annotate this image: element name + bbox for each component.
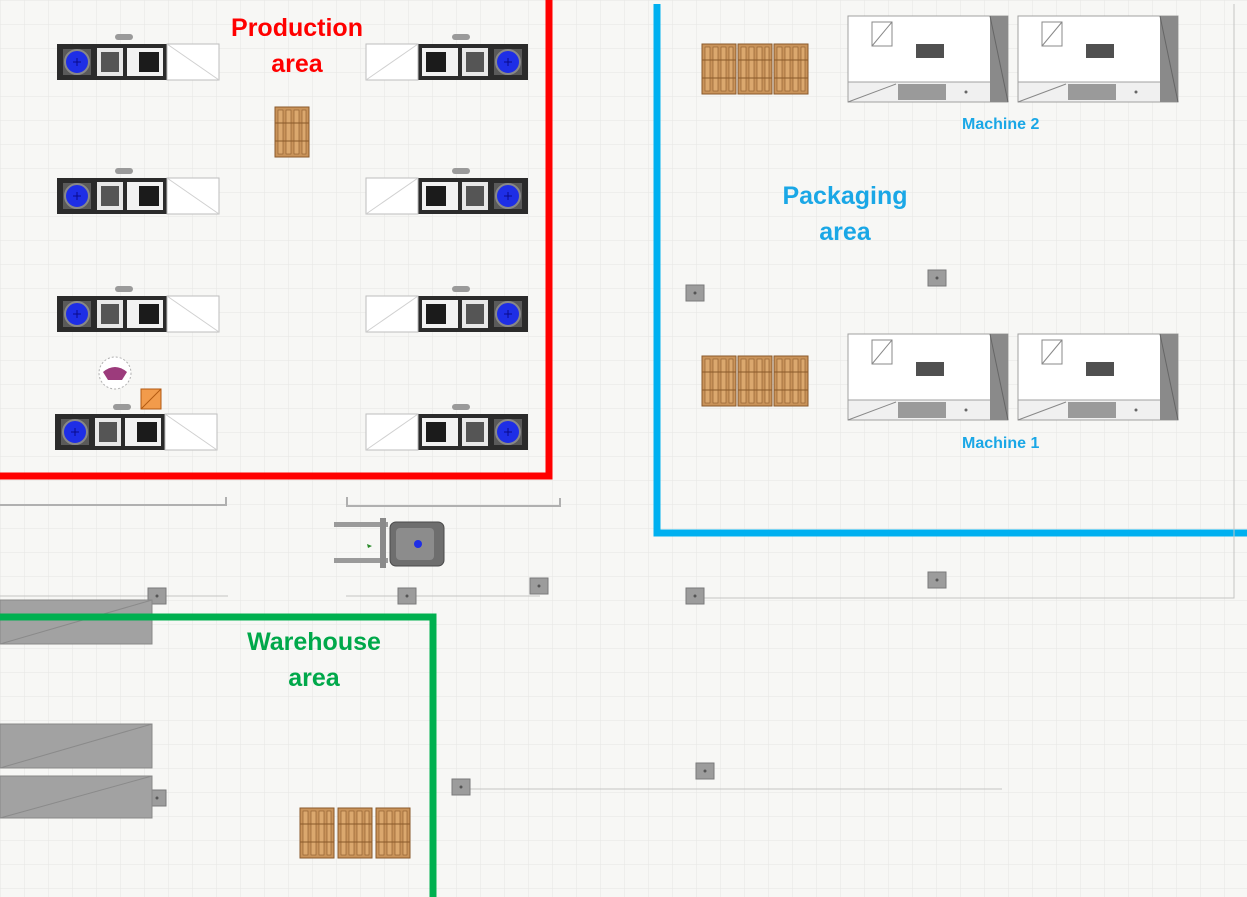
node-icon[interactable]	[685, 587, 705, 605]
production-area-border	[0, 0, 553, 480]
packaging-label-line2: area	[819, 218, 871, 246]
node-icon[interactable]	[529, 577, 549, 595]
warehouse-area-label: Warehouse area	[234, 624, 394, 696]
packaging-label-line1: Packaging	[782, 182, 908, 210]
forklift-icon[interactable]	[334, 518, 445, 568]
pallet-stack-warehouse	[299, 807, 411, 859]
pallet-icon[interactable]	[701, 43, 737, 95]
pallet-icon[interactable]	[337, 807, 373, 859]
node-icon[interactable]	[927, 269, 947, 287]
pallet-icon[interactable]	[737, 43, 773, 95]
warehouse-racks	[0, 599, 153, 819]
path-lines	[0, 4, 1235, 790]
pallet-icon[interactable]	[274, 106, 310, 158]
machine-2-label: Machine 2	[962, 116, 1040, 133]
machine-1-label: Machine 1	[962, 435, 1040, 452]
box-icon	[140, 388, 162, 410]
production-area-label: Production area	[222, 10, 372, 82]
packaging-machine-icon[interactable]	[1017, 333, 1179, 421]
robot-icon[interactable]	[98, 356, 132, 390]
packaging-machine-icon[interactable]	[847, 333, 1009, 421]
production-label-line1: Production	[231, 14, 363, 42]
pallet-icon[interactable]	[737, 355, 773, 407]
pallet-stack-machine1	[701, 355, 809, 407]
pallet-stack-machine2	[701, 43, 809, 95]
packaging-area-label: Packaging area	[770, 178, 920, 250]
packaging-machine-icon[interactable]	[847, 15, 1009, 103]
packaging-area-border	[653, 4, 1247, 537]
pallet-icon[interactable]	[701, 355, 737, 407]
node-icon[interactable]	[685, 284, 705, 302]
warehouse-label-line1: Warehouse	[247, 628, 381, 656]
pallet-icon[interactable]	[773, 355, 809, 407]
node-icon[interactable]	[451, 778, 471, 796]
pallet-icon[interactable]	[375, 807, 411, 859]
node-icon[interactable]	[397, 587, 417, 605]
warehouse-area-border	[0, 613, 437, 897]
packaging-machine-icon[interactable]	[1017, 15, 1179, 103]
pallet-icon[interactable]	[773, 43, 809, 95]
production-label-line2: area	[271, 50, 323, 78]
pallet-icon[interactable]	[299, 807, 335, 859]
node-icon[interactable]	[695, 762, 715, 780]
warehouse-label-line2: area	[288, 664, 340, 692]
conveyor-icon	[0, 497, 561, 507]
node-icon[interactable]	[927, 571, 947, 589]
